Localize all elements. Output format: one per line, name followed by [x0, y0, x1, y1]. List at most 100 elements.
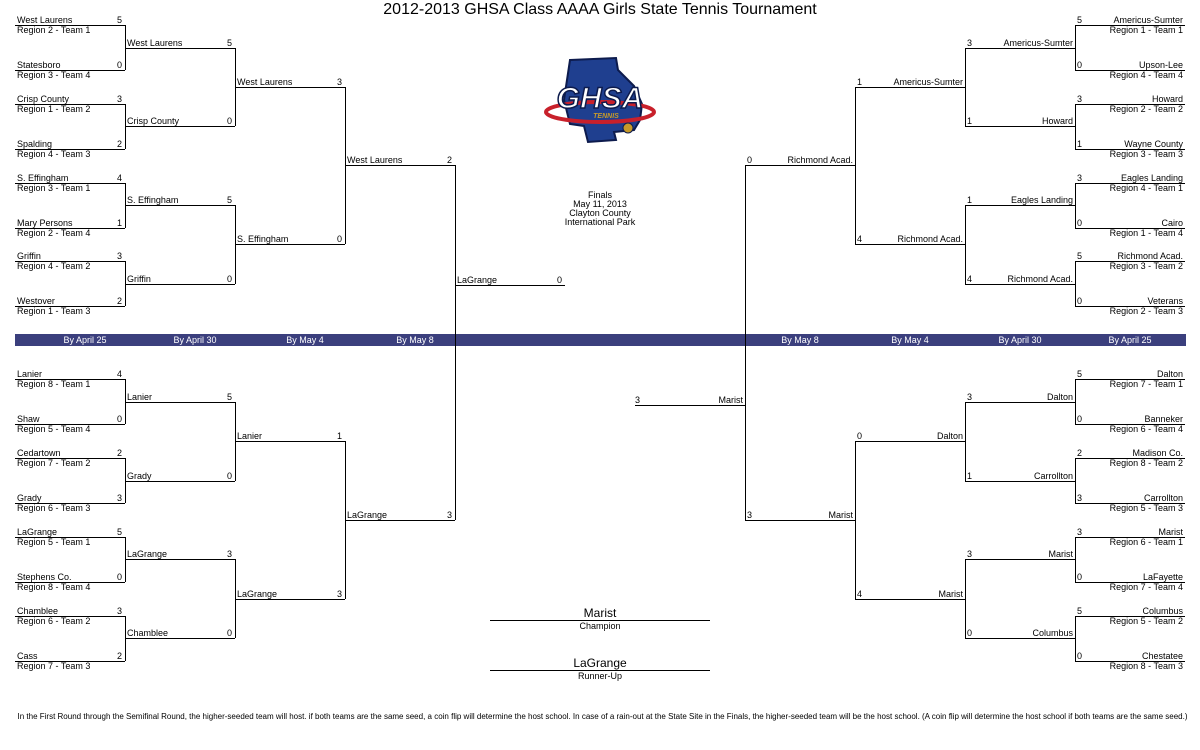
finalist-score: 3 — [635, 395, 641, 405]
right-r3-line — [855, 244, 965, 245]
team-seed: Region 1 - Team 2 — [17, 104, 91, 114]
team-score: 2 — [117, 139, 123, 149]
team-name: Dalton — [936, 431, 963, 441]
team-name: Eagles Landing — [1120, 173, 1183, 183]
footer-note: In the First Round through the Semifinal… — [17, 712, 1188, 721]
team-seed: Region 2 - Team 4 — [17, 228, 91, 238]
right-r1-line — [1075, 261, 1185, 262]
team-seed: Region 6 - Team 1 — [1109, 537, 1183, 547]
team-name: Wayne County — [1124, 139, 1183, 149]
team-score: 0 — [857, 431, 863, 441]
team-score: 3 — [227, 549, 233, 559]
team-name: Richmond Acad. — [1117, 251, 1183, 261]
round-date-left-2: By April 30 — [173, 335, 217, 345]
team-name: West Laurens — [17, 15, 73, 25]
left-r3-line — [235, 441, 345, 442]
team-score: 5 — [117, 15, 123, 25]
team-score: 5 — [1077, 606, 1083, 616]
team-seed: Region 6 - Team 3 — [17, 503, 91, 513]
runner-up-line — [490, 670, 710, 671]
team-seed: Region 5 - Team 2 — [1109, 616, 1183, 626]
team-score: 0 — [227, 628, 233, 638]
team-name: Chamblee — [127, 628, 169, 638]
team-seed: Region 8 - Team 3 — [1109, 661, 1183, 671]
team-name: LaGrange — [237, 589, 278, 599]
left-r1-line — [15, 537, 125, 538]
left-r2-line — [125, 284, 235, 285]
right-r2-line — [965, 402, 1075, 403]
team-score: 4 — [117, 173, 123, 183]
team-score: 4 — [857, 589, 863, 599]
right-r1-line — [1075, 379, 1185, 380]
svg-text:TENNIS: TENNIS — [593, 113, 619, 120]
team-score: 5 — [1077, 369, 1083, 379]
team-seed: Region 7 - Team 2 — [17, 458, 91, 468]
team-score: 2 — [117, 448, 123, 458]
team-seed: Region 8 - Team 4 — [17, 582, 91, 592]
left-r1-line — [15, 149, 125, 150]
right-r1-line — [1075, 228, 1185, 229]
team-name: Grady — [127, 471, 152, 481]
runner-up-label: Runner-Up — [577, 671, 623, 681]
team-seed: Region 6 - Team 4 — [1109, 424, 1183, 434]
team-seed: Region 4 - Team 1 — [1109, 183, 1183, 193]
team-score: 0 — [117, 60, 123, 70]
round-date-right-4: By May 8 — [781, 335, 819, 345]
champion-line — [490, 620, 710, 621]
right-r2-connector — [965, 48, 966, 126]
team-score: 1 — [1077, 139, 1083, 149]
team-score: 4 — [117, 369, 123, 379]
team-name: Dalton — [1046, 392, 1073, 402]
left-r1-line — [15, 379, 125, 380]
team-name: Banneker — [1144, 414, 1183, 424]
right-r1-connector — [1075, 458, 1076, 503]
team-name: Spalding — [17, 139, 53, 149]
left-r1-line — [15, 424, 125, 425]
team-name: Americus-Sumter — [1113, 15, 1183, 25]
right-r1-line — [1075, 424, 1185, 425]
team-name: Marist — [1048, 549, 1074, 559]
team-name: Marist — [1158, 527, 1184, 537]
team-score: 3 — [1077, 493, 1083, 503]
team-score: 0 — [117, 572, 123, 582]
team-score: 3 — [447, 510, 453, 520]
team-seed: Region 1 - Team 4 — [1109, 228, 1183, 238]
right-r1-line — [1075, 306, 1185, 307]
team-score: 3 — [337, 589, 343, 599]
team-name: LaGrange — [127, 549, 168, 559]
right-final-line — [635, 405, 745, 406]
team-name: Chestatee — [1141, 651, 1183, 661]
right-r3-line — [855, 599, 965, 600]
team-seed: Region 4 - Team 3 — [17, 149, 91, 159]
team-score: 3 — [117, 251, 123, 261]
left-r1-line — [15, 183, 125, 184]
team-name: Westover — [17, 296, 55, 306]
team-name: Crisp County — [17, 94, 70, 104]
team-score: 3 — [117, 493, 123, 503]
left-r1-line — [15, 503, 125, 504]
team-name: Stephens Co. — [17, 572, 72, 582]
team-seed: Region 2 - Team 2 — [1109, 104, 1183, 114]
team-name: Madison Co. — [1132, 448, 1183, 458]
team-name: Eagles Landing — [1010, 195, 1073, 205]
team-score: 0 — [1077, 572, 1083, 582]
swoosh-icon — [544, 100, 656, 124]
svg-text:GHSA: GHSA — [557, 82, 644, 115]
left-r2-line — [125, 638, 235, 639]
left-r1-line — [15, 228, 125, 229]
team-seed: Region 3 - Team 1 — [17, 183, 91, 193]
team-score: 0 — [1077, 414, 1083, 424]
team-score: 3 — [747, 510, 753, 520]
team-seed: Region 3 - Team 4 — [17, 70, 91, 80]
team-score: 3 — [1077, 527, 1083, 537]
round-date-left-4: By May 8 — [396, 335, 434, 345]
team-score: 3 — [337, 77, 343, 87]
team-name: S. Effingham — [127, 195, 179, 205]
round-dates-band: By April 25 By April 30 By May 4 By May … — [15, 334, 1186, 346]
right-r1-line — [1075, 70, 1185, 71]
right-r1-line — [1075, 503, 1185, 504]
team-score: 4 — [857, 234, 863, 244]
page-title: 2012-2013 GHSA Class AAAA Girls State Te… — [383, 1, 817, 18]
left-r1-connector — [125, 261, 126, 306]
team-name: Americus-Sumter — [893, 77, 963, 87]
